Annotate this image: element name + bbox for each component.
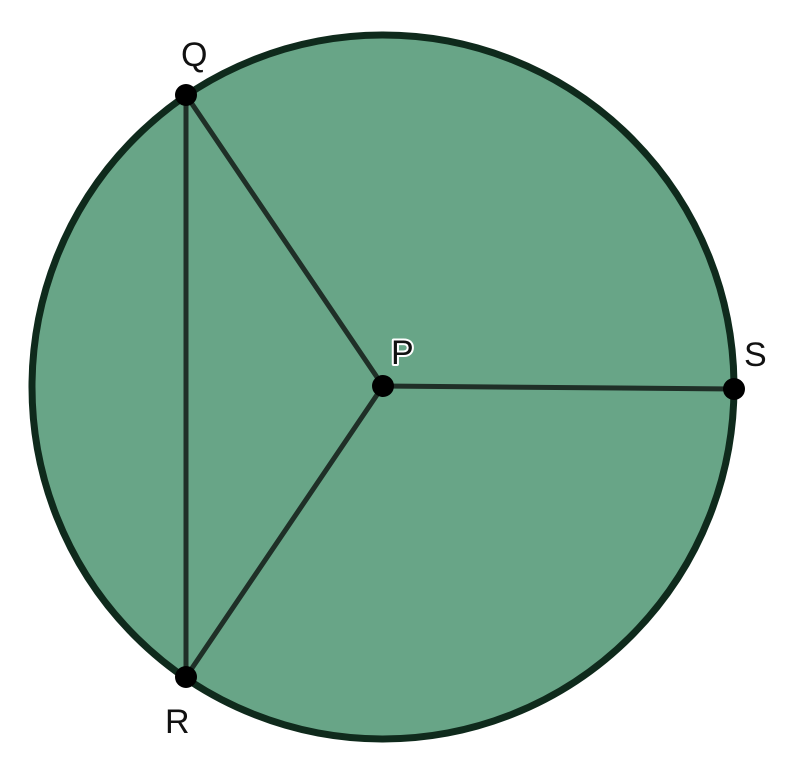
label-s: S xyxy=(744,336,767,374)
segment-p-q xyxy=(183,92,386,389)
point-s xyxy=(723,378,745,400)
label-r: R xyxy=(165,703,190,741)
segment-p-s xyxy=(380,383,737,392)
point-r xyxy=(175,666,197,688)
label-p: P xyxy=(391,334,414,372)
point-p xyxy=(372,375,394,397)
segment-p-r xyxy=(183,383,386,680)
label-q: Q xyxy=(181,36,207,74)
point-q xyxy=(175,84,197,106)
